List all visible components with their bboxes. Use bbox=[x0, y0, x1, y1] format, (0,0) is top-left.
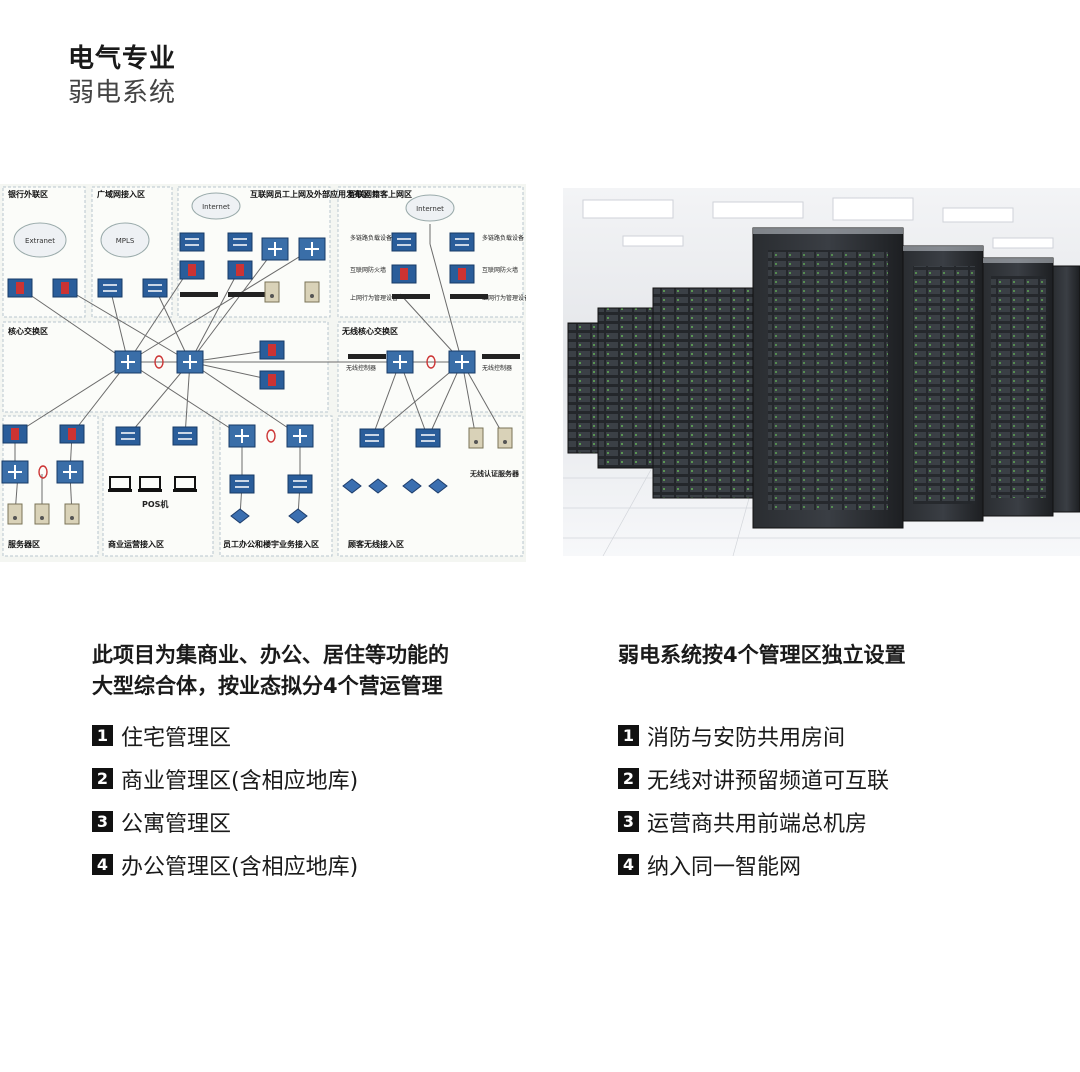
list-item-text: 办公管理区(含相应地库) bbox=[121, 854, 359, 880]
number-badge: 1 bbox=[92, 725, 113, 746]
list-item: 2 无线对讲预留频道可互联 bbox=[618, 757, 1068, 800]
device-label: 互联网防火墙 bbox=[350, 266, 386, 274]
zone-label: 核心交换区 bbox=[8, 326, 48, 336]
right-text-column: 弱电系统按4个管理区独立设置 1 消防与安防共用房间 2 无线对讲预留频道可互联 3… bbox=[618, 640, 1068, 886]
device-label: 互联网防火墙 bbox=[482, 266, 518, 274]
device-label: 多链路负载设备 bbox=[350, 234, 392, 242]
zone-label: 无线核心交换区 bbox=[341, 326, 398, 336]
device-label: 上网行为管理设备 bbox=[350, 294, 398, 302]
list-item: 3 公寓管理区 bbox=[92, 800, 542, 843]
number-badge: 2 bbox=[618, 768, 639, 789]
number-badge: 4 bbox=[92, 854, 113, 875]
list-item-text: 住宅管理区 bbox=[121, 725, 232, 751]
device-label: 上网行为管理设备 bbox=[482, 294, 526, 302]
right-heading-line: 弱电系统按4个管理区独立设置 bbox=[618, 643, 906, 667]
left-item-list: 1 住宅管理区 2 商业管理区(含相应地库) 3 公寓管理区 4 办公管理区(含相应地库… bbox=[92, 714, 542, 886]
zone-label: 服务器区 bbox=[8, 539, 40, 549]
device-label: 无线控制器 bbox=[346, 364, 376, 372]
left-text-column: 此项目为集商业、办公、居住等功能的 大型综合体，按业态拟分4个营运管理 1 住宅管… bbox=[92, 640, 542, 886]
zone-label: 互联网籍客上网区 bbox=[348, 189, 412, 199]
number-badge: 4 bbox=[618, 854, 639, 875]
left-heading-line-1: 此项目为集商业、办公、居住等功能的 bbox=[92, 643, 449, 667]
list-item: 1 消防与安防共用房间 bbox=[618, 714, 1068, 757]
device-label: 无线认证服务器 bbox=[469, 469, 520, 478]
list-item-text: 无线对讲预留频道可互联 bbox=[647, 768, 890, 794]
list-item-text: 纳入同一智能网 bbox=[647, 854, 802, 880]
list-item: 1 住宅管理区 bbox=[92, 714, 542, 757]
zone-label: 银行外联区 bbox=[7, 189, 48, 199]
cloud-label: Internet bbox=[202, 203, 230, 211]
left-heading-line-2: 大型综合体，按业态拟分4个营运管理 bbox=[92, 674, 443, 698]
page-title: 电气专业 bbox=[68, 44, 177, 74]
left-heading: 此项目为集商业、办公、居住等功能的 大型综合体，按业态拟分4个营运管理 bbox=[92, 640, 542, 702]
number-badge: 2 bbox=[92, 768, 113, 789]
right-item-list: 1 消防与安防共用房间 2 无线对讲预留频道可互联 3 运营商共用前端总机房 4 纳入同… bbox=[618, 714, 1068, 886]
right-heading: 弱电系统按4个管理区独立设置 bbox=[618, 640, 1068, 702]
list-item: 2 商业管理区(含相应地库) bbox=[92, 757, 542, 800]
list-item-text: 商业管理区(含相应地库) bbox=[121, 768, 359, 794]
network-topology-diagram: 银行外联区 广域网接入区 互联网员工上网及外部应用发布区 互联网籍客上网区 核心… bbox=[0, 184, 526, 562]
device-label: POS机 bbox=[142, 499, 168, 509]
list-item-text: 运营商共用前端总机房 bbox=[647, 811, 868, 837]
list-item: 4 办公管理区(含相应地库) bbox=[92, 843, 542, 886]
list-item: 4 纳入同一智能网 bbox=[618, 843, 1068, 886]
device-label: 多链路负载设备 bbox=[482, 234, 524, 242]
cloud-label: Internet bbox=[416, 205, 444, 213]
list-item-text: 公寓管理区 bbox=[121, 811, 232, 837]
number-badge: 1 bbox=[618, 725, 639, 746]
number-badge: 3 bbox=[618, 811, 639, 832]
zone-label: 员工办公和楼宇业务接入区 bbox=[223, 539, 319, 549]
zone-label: 广域网接入区 bbox=[97, 189, 145, 199]
cloud-label: MPLS bbox=[116, 237, 135, 245]
zone-label: 商业运营接入区 bbox=[108, 539, 164, 549]
page-subtitle: 弱电系统 bbox=[68, 78, 177, 108]
number-badge: 3 bbox=[92, 811, 113, 832]
cloud-label: Extranet bbox=[25, 237, 55, 245]
zone-label: 互联网员工上网及外部应用发布区 bbox=[250, 189, 370, 199]
list-item-text: 消防与安防共用房间 bbox=[647, 725, 846, 751]
server-room-photo bbox=[563, 188, 1080, 556]
zone-label: 顾客无线接入区 bbox=[348, 539, 404, 549]
list-item: 3 运营商共用前端总机房 bbox=[618, 800, 1068, 843]
device-label: 无线控制器 bbox=[482, 364, 512, 372]
